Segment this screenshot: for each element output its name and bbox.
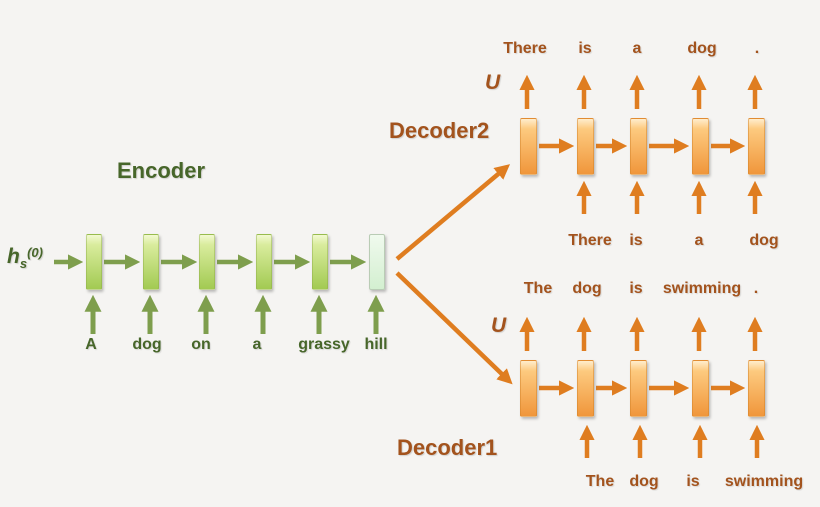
encoder-unit-4 <box>256 234 272 290</box>
decoder2-output-word: There <box>503 40 547 57</box>
decoder1-output-word: is <box>629 280 643 297</box>
decoder1-output-arrows <box>519 316 763 351</box>
encoder-input-word: dog <box>132 336 162 353</box>
decoder2-u-label: U <box>485 71 501 94</box>
decoder2-title: Decoder2 <box>389 118 490 143</box>
decoder2-output-word: dog <box>687 40 717 57</box>
decoder2-input-word: There <box>568 232 612 249</box>
decoder1-unit-2 <box>577 360 594 417</box>
decoder2-input-word: is <box>629 232 643 249</box>
encoder-input-word: on <box>191 336 211 353</box>
decoder2-unit-3 <box>630 118 647 175</box>
encoder-input-word: grassy <box>298 336 350 353</box>
decoder2-input-word: dog <box>749 232 779 249</box>
encoder-input-arrows <box>84 294 385 334</box>
decoder1-u-label: U <box>491 314 507 337</box>
encoder-final-state-unit <box>369 234 385 290</box>
decoder1-unit-1 <box>520 360 537 417</box>
decoder1-unit-3 <box>630 360 647 417</box>
decoder1-input-word: The <box>585 473 615 490</box>
decoder1-unit-5 <box>748 360 765 417</box>
encoder-unit-1 <box>86 234 102 290</box>
decoder1-input-word: is <box>686 473 700 490</box>
decoder1-output-word: dog <box>572 280 602 297</box>
decoder1-title: Decoder1 <box>397 435 498 460</box>
encoder-unit-2 <box>143 234 159 290</box>
context-arrow-to-decoder1 <box>395 271 513 385</box>
context-arrow-to-decoder2 <box>395 164 511 261</box>
decoder1-output-word: . <box>753 280 759 297</box>
encoder-unit-3 <box>199 234 215 290</box>
encoder-initial-state-label: hs(0) <box>7 245 43 271</box>
decoder2-output-arrows <box>519 74 763 109</box>
decoder2-input-word: a <box>694 232 704 249</box>
decoder2-output-word: is <box>578 40 592 57</box>
decoder1-output-word: The <box>523 280 553 297</box>
encoder-input-word: a <box>252 336 262 353</box>
decoder2-output-word: a <box>632 40 642 57</box>
encoder-input-word: A <box>85 336 97 353</box>
decoder1-unit-4 <box>692 360 709 417</box>
decoder1-output-word: swimming <box>662 280 742 297</box>
encoder-input-word: hill <box>364 336 388 353</box>
decoder2-unit-1 <box>520 118 537 175</box>
decoder1-input-arrows <box>579 424 765 458</box>
encoder-title: Encoder <box>117 158 206 183</box>
decoder1-input-word: swimming <box>724 473 804 490</box>
decoder2-unit-5 <box>748 118 765 175</box>
decoder2-output-word: . <box>754 40 760 57</box>
decoder2-unit-4 <box>692 118 709 175</box>
decoder2-unit-2 <box>577 118 594 175</box>
decoder2-input-arrows <box>576 180 763 214</box>
encoder-unit-5 <box>312 234 328 290</box>
decoder1-input-word: dog <box>629 473 659 490</box>
